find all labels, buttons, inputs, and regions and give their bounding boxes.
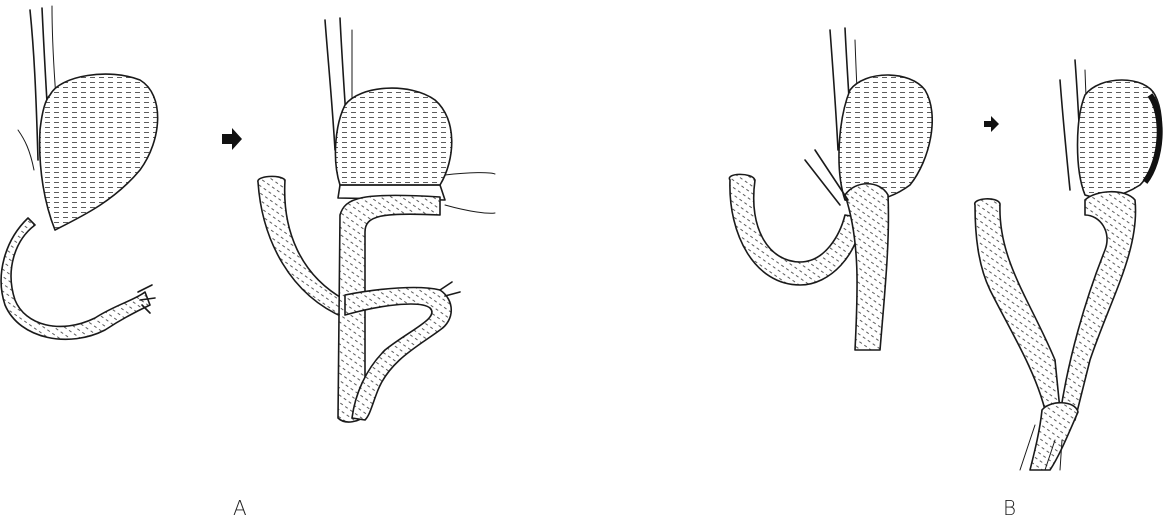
esophagus-a1-line4	[18, 130, 34, 170]
efferent-limb-b-before	[845, 184, 888, 350]
panel-label-b: B	[1003, 496, 1016, 520]
panel-b-before	[729, 28, 932, 350]
esophagus-b1-line	[830, 30, 838, 150]
esophagus-a2-line	[325, 20, 335, 150]
duodenum-a-before	[1, 218, 150, 339]
esophagus-a1-line	[30, 10, 38, 160]
transition-arrow-b	[984, 116, 999, 132]
stomach-a-after	[335, 88, 451, 185]
distal-jejunum-b	[1030, 403, 1078, 470]
stomach-b-before	[839, 75, 932, 202]
afferent-limb-b-after	[975, 199, 1060, 410]
panel-b-after	[975, 60, 1162, 470]
panel-a-before	[1, 6, 158, 339]
panel-a-after	[258, 18, 495, 422]
afferent-limb-a	[258, 176, 345, 318]
esophagus-a1-line3	[52, 6, 56, 100]
efferent-limb-b-after	[1060, 192, 1136, 420]
panel-label-a: A	[233, 496, 247, 520]
transition-arrow-a	[222, 128, 242, 150]
retractor-lines-a	[445, 173, 495, 214]
stomach-a-before	[40, 74, 158, 230]
esophagus-b2-line	[1060, 80, 1070, 190]
